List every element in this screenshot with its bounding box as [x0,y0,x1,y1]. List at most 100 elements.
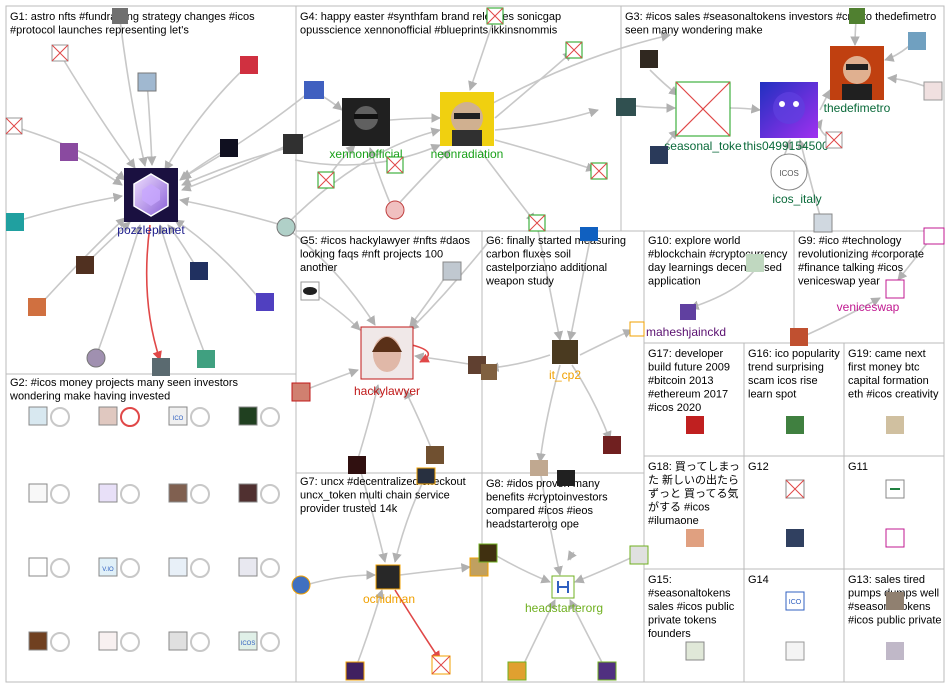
avatar [785,591,805,611]
avatar [283,134,303,154]
edge [729,104,761,114]
group-title-g12: G12 [748,461,769,473]
edge [14,126,126,181]
avatar [348,456,366,474]
avatar [686,529,704,547]
avatar [28,298,46,316]
edge [181,89,313,179]
headstarterorg-label: headstarterorg [525,601,603,615]
edge [537,229,564,341]
group-title-g1: G1: astro nfts #fundraising strategy cha… [10,11,255,37]
xennonofficial-node[interactable] [342,98,390,146]
avatar [190,262,208,280]
avatar [276,217,296,237]
this0499154500-node[interactable] [760,82,818,138]
it-cp2-label: it_cp2 [549,368,581,382]
avatar [60,143,78,161]
edge [174,219,263,303]
edge [494,139,596,172]
edge [119,19,148,167]
edge [284,127,441,227]
edge [494,51,573,119]
g2-node [238,406,280,427]
avatar [849,8,865,24]
avatar [557,470,575,486]
group-title-layer: G1: astro nfts #fundraising strategy cha… [9,11,942,640]
g2-node [238,631,280,652]
avatar [786,416,804,434]
g2-node [98,557,140,578]
broken-image-icon [5,117,23,135]
broken-image-icon [431,655,451,675]
edge [579,329,633,356]
avatar [580,227,598,241]
g2-node [168,406,210,427]
g2-node [98,631,140,652]
group-boxes [5,5,945,683]
headstarterorg-node[interactable] [551,575,575,599]
avatar [603,436,621,454]
thedefimetro-node[interactable] [830,46,884,100]
avatar [886,642,904,660]
edge [294,143,441,166]
avatar [304,81,324,99]
avatar [86,348,106,368]
icos-italy-label: icos_italy [772,192,821,206]
hackylawyer-node[interactable] [360,326,414,380]
edge [179,196,286,227]
avatar [530,460,548,476]
g2-node [98,483,140,504]
edge [389,113,441,123]
g2-node [28,631,70,652]
edge [95,224,143,358]
veniceswap-node[interactable] [885,279,905,299]
pozzleplanet-node[interactable] [124,168,178,222]
edge [13,192,123,223]
hackylawyer-label: hackylawyer [354,384,420,398]
g2-node [98,406,140,427]
avatar [629,545,649,565]
avatar [256,293,274,311]
avatar [629,321,645,337]
avatar [640,50,658,68]
avatar [785,641,805,661]
seasonal-toke-label: seasonal_toke [664,139,742,153]
icos-italy-node[interactable]: ICOS [770,153,808,191]
this0499154500-label: this0499154500 [743,139,829,153]
avatar [908,32,926,50]
g2-node [168,557,210,578]
edge [404,389,435,456]
seasonal-toke-node[interactable] [675,81,731,137]
group-title-g10: G10: explore world#blockchain #cryptocur… [648,235,788,288]
ochidman-node[interactable] [375,564,401,590]
edge [181,119,341,192]
avatar [291,575,311,595]
edge [392,476,426,563]
g2-node [168,631,210,652]
broken-image-icon [565,41,583,59]
it-cp2-node[interactable] [552,340,578,364]
avatar [923,227,945,245]
avatar [416,467,436,485]
avatar [478,543,498,563]
g2-node [238,483,280,504]
neonradiation-node[interactable] [440,92,494,146]
broken-image-icon [528,214,546,232]
avatar [137,72,157,92]
edge [574,554,638,584]
maheshjainckd-node[interactable] [680,304,696,320]
svg-text:ICOS: ICOS [779,169,799,178]
avatar [481,364,497,380]
avatar [6,213,24,231]
avatar [197,350,215,368]
ico-badge-icon: ICOS [241,641,256,647]
edge [409,239,491,331]
avatar [112,8,128,24]
